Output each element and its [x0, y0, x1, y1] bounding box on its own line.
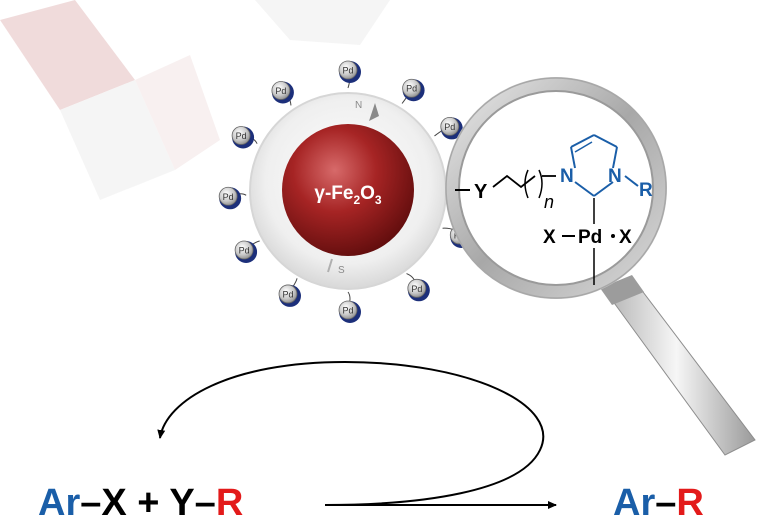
ligand-n: n — [544, 192, 554, 212]
pd-label: Pd — [275, 86, 286, 96]
product-R: R — [676, 482, 704, 524]
compass-north-label: N — [355, 100, 362, 111]
pd-particle: Pd — [407, 278, 430, 302]
product-Ar: Ar — [613, 482, 656, 524]
ligand-X-right: X — [619, 227, 632, 248]
reactant-middle: –X + Y– — [80, 482, 216, 524]
compass-needle-icon — [369, 103, 379, 121]
pd-label: Pd — [342, 66, 353, 76]
ligand-X-left: X — [543, 227, 556, 248]
ligand-N1: N — [560, 166, 574, 187]
pd-particle: Pd — [278, 284, 301, 307]
pd-label: Pd — [223, 192, 234, 202]
pd-label: Pd — [236, 131, 247, 141]
pd-label: Pd — [406, 84, 417, 94]
pd-particle: Pd — [231, 126, 255, 149]
pd-particle: Pd — [338, 60, 361, 83]
reaction-product: Ar–R — [613, 482, 704, 525]
reactant-Ar: Ar — [38, 482, 81, 524]
compass-marks: N S — [327, 100, 379, 276]
product-dash: – — [655, 482, 677, 524]
pd-particle: Pd — [402, 78, 425, 102]
ligand-N2: N — [608, 166, 622, 187]
reaction-reactants: Ar–X + Y–R — [38, 482, 243, 525]
pd-particle: Pd — [440, 117, 463, 140]
pd-particle: Pd — [234, 240, 258, 263]
pd-label: Pd — [282, 289, 293, 299]
pd-label: Pd — [444, 122, 455, 132]
compass-south-label: S — [338, 265, 345, 276]
pd-label: Pd — [411, 284, 422, 294]
ligand-structure: Y n N N R X Pd X — [455, 134, 653, 285]
pd-particle: Pd — [338, 300, 361, 323]
pd-label: Pd — [239, 246, 250, 256]
ligand-R: R — [639, 180, 653, 201]
reactant-R: R — [215, 482, 244, 524]
cycle-arrow — [157, 360, 545, 506]
magnifier-ring — [445, 77, 667, 299]
pd-particle: Pd — [218, 186, 242, 210]
magnifier-handle — [600, 275, 756, 456]
magnet-watermark — [0, 0, 390, 200]
pd-particle: Pd — [271, 81, 294, 104]
iron-oxide-core — [282, 124, 414, 256]
core-label: γ-Fe2O3 — [314, 183, 382, 207]
magnifier-lens — [458, 90, 654, 286]
pd-label: Pd — [342, 306, 353, 316]
ligand-Y: Y — [474, 181, 488, 203]
ligand-Pd: Pd — [578, 227, 602, 248]
